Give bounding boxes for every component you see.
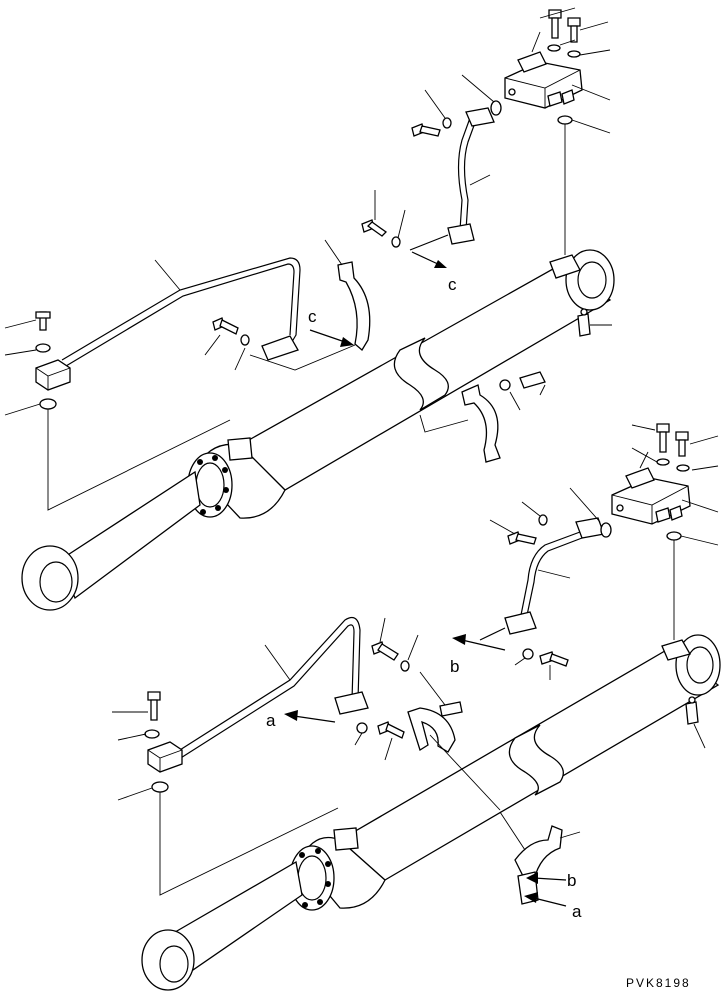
upper-short-pipe [409, 107, 495, 251]
callout-b-lower-bottom: b [567, 871, 576, 890]
lower-long-pipe [171, 617, 369, 762]
lower-cylinder-tube [338, 634, 721, 881]
callout-c-upper-right: c [448, 275, 457, 294]
lower-arrow-b-top [452, 634, 506, 651]
upper-valve-bolts [539, 7, 611, 58]
upper-cylinder-head [187, 437, 286, 519]
upper-assembly: c c [4, 7, 615, 611]
lower-arrow-a-mid [284, 710, 336, 723]
upper-piston-rod [59, 470, 201, 600]
lower-grease-fitting [685, 696, 706, 749]
lower-clevis-eye [141, 929, 195, 991]
lower-arrow-a-bottom [524, 892, 567, 907]
upper-clamp-lower [419, 371, 546, 463]
upper-long-pipe [61, 257, 301, 367]
lower-clamp-bottom [499, 811, 581, 905]
lower-arrow-b-bottom [526, 872, 567, 884]
upper-pipe-bolts [204, 317, 250, 371]
upper-valve [504, 31, 611, 255]
lower-short-pipe [479, 517, 605, 641]
lower-valve [611, 451, 719, 640]
upper-grease-fitting [577, 308, 612, 337]
upper-arrow-c-short [411, 251, 447, 268]
upper-pipe-block [4, 311, 231, 511]
upper-cylinder-tube [238, 249, 615, 491]
upper-clevis-eye [21, 545, 79, 611]
callout-a-lower-bottom: a [572, 902, 582, 921]
callout-b-lower-top: b [450, 657, 459, 676]
drawing-code: PVK8198 [626, 976, 691, 990]
lower-clamp [407, 671, 501, 811]
callout-c-upper-left: c [308, 307, 317, 326]
lower-pipe-block [112, 691, 339, 896]
lower-assembly: b a b a [112, 423, 721, 991]
upper-short-pipe-bolts [361, 74, 502, 248]
lower-valve-bolts [631, 423, 719, 472]
lower-short-pipe-bolts [489, 487, 612, 680]
lower-pipe-bolts [354, 617, 419, 761]
upper-arrow-c-long [309, 329, 354, 347]
upper-clamp [249, 239, 371, 371]
callout-a-lower-mid: a [266, 711, 276, 730]
